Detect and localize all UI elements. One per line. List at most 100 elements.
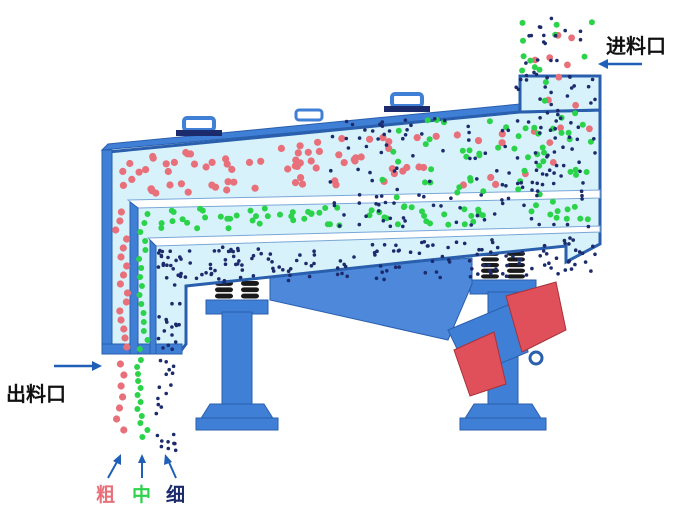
fine-particle (561, 145, 565, 149)
medium-particle (466, 147, 473, 154)
fine-particle (357, 193, 362, 197)
fine-particle (554, 163, 559, 168)
fine-particle (405, 128, 409, 132)
fine-particle (188, 261, 192, 265)
fine-particle (473, 156, 478, 161)
fine-particle (357, 222, 362, 227)
medium-particle (553, 21, 560, 28)
fine-particle (174, 322, 178, 327)
coarse-label: 粗 (96, 484, 116, 506)
fine-particle (506, 196, 511, 201)
fine-particle (494, 267, 498, 271)
fine-particle (490, 240, 495, 245)
fine-particle (520, 185, 525, 190)
medium-particle (140, 310, 147, 316)
fine-particle (409, 123, 413, 128)
fine-particle (593, 252, 597, 257)
medium-arrow (138, 454, 146, 478)
fine-particle (431, 203, 436, 208)
medium-particle (324, 221, 331, 228)
fine-particle (480, 247, 484, 252)
fine-particle (566, 260, 571, 264)
fine-particle (593, 97, 597, 102)
medium-particle (408, 204, 415, 211)
fine-particle (370, 242, 375, 247)
coarse-particle (340, 159, 348, 167)
fine-particle (548, 128, 553, 132)
fine-particle (166, 343, 171, 348)
spring-coil (241, 281, 259, 286)
medium-particle (139, 434, 146, 440)
fine-arrow (164, 454, 177, 479)
medium-particle (480, 188, 487, 195)
fine-particle (173, 340, 178, 344)
fine-particle (382, 277, 386, 282)
fine-particle (168, 249, 172, 253)
medium-label: 中 (132, 484, 152, 506)
fine-particle (556, 108, 560, 113)
medium-particle (461, 221, 468, 228)
fine-particle (552, 222, 556, 227)
fine-particle (578, 37, 583, 42)
fine-particle (434, 270, 439, 274)
medium-particle (549, 198, 556, 205)
fine-particle (344, 136, 349, 141)
fine-particle (380, 124, 385, 128)
fine-particle (440, 254, 445, 259)
fine-particle (397, 265, 402, 269)
fine-particle (350, 122, 355, 127)
medium-particle (366, 212, 373, 219)
fine-particle (506, 128, 511, 133)
fine-particle (488, 268, 492, 273)
fine-particle (236, 248, 240, 253)
coarse-particle (116, 280, 124, 288)
fine-particle (332, 201, 337, 205)
fine-particle (271, 269, 276, 273)
medium-particle (511, 145, 518, 152)
medium-particle (144, 337, 151, 343)
fine-particle (392, 201, 396, 205)
fine-particle (555, 58, 559, 63)
coarse-particle (115, 404, 124, 412)
fine-particle (164, 372, 168, 377)
fine-particle (288, 267, 293, 271)
fine-particle (411, 154, 415, 158)
fine-particle (439, 204, 443, 208)
fine-particle (586, 84, 591, 89)
fine-particle (583, 260, 588, 264)
fine-particle (223, 258, 228, 262)
fine-particle (374, 202, 378, 206)
coarse-particle (351, 157, 359, 165)
medium-particle (170, 209, 177, 215)
coarse-particle (170, 158, 178, 166)
spring-coil (241, 293, 259, 299)
fine-particle (388, 216, 393, 221)
fine-particle (552, 171, 556, 175)
fine-particle (554, 119, 558, 123)
coarse-particle (531, 56, 539, 64)
medium-particle (135, 378, 142, 384)
coarse-particle (230, 178, 238, 186)
medium-particle (233, 212, 240, 219)
fine-particles (154, 16, 597, 453)
coarse-particle (432, 132, 440, 140)
fine-particle (505, 263, 509, 268)
coarse-particle (117, 253, 125, 261)
fine-particle (271, 266, 275, 271)
coarse-particle (123, 289, 132, 297)
coarse-particle (312, 164, 320, 172)
fine-particle (483, 151, 488, 155)
fine-particle (441, 148, 445, 153)
coarse-particle (292, 156, 300, 164)
fine-particle (563, 28, 567, 33)
medium-particle (277, 211, 283, 218)
fine-particle (307, 274, 312, 279)
fine-particle (538, 131, 542, 135)
fine-particle (220, 245, 225, 249)
fine-particle (549, 102, 553, 107)
medium-particle (520, 53, 527, 60)
fine-particle (165, 320, 169, 324)
fine-particle (540, 182, 545, 187)
fine-particle (546, 153, 550, 158)
fine-particle (591, 244, 595, 249)
